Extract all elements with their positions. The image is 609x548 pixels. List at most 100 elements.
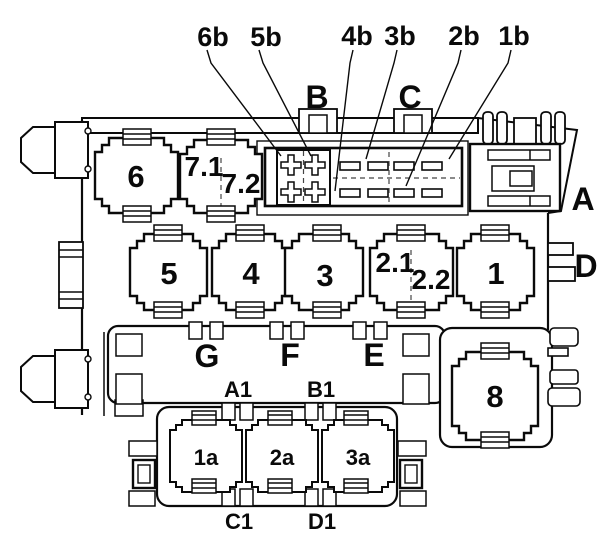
connector-a1-label: A1: [224, 377, 252, 402]
callout-1b: 1b: [498, 21, 530, 51]
leader-4b: [334, 49, 354, 192]
callout-3b: 3b: [384, 21, 416, 51]
notch: [84, 393, 92, 401]
relay-3: [283, 232, 365, 312]
micro-relay-3a-label: 3a: [346, 445, 371, 470]
micro-relay-1a: [169, 419, 243, 493]
micro-relay-1a-label: 1a: [194, 445, 219, 470]
relay-5-label: 5: [160, 256, 177, 291]
relay-8: [450, 350, 540, 442]
leader-1b: [448, 49, 512, 160]
leader-6b: [206, 49, 282, 157]
rib-lines: [59, 249, 83, 300]
tab: [153, 224, 183, 242]
callout-6b: 6b: [197, 22, 229, 52]
connector-a-block: [468, 111, 566, 213]
tab: [235, 301, 265, 319]
relay-2-1-label: 2.1: [376, 247, 415, 278]
corner-bracket: [115, 333, 143, 357]
relay-6-label: 6: [127, 159, 144, 194]
tab: [480, 224, 510, 242]
tab: [235, 224, 265, 242]
micro-relays: [169, 419, 395, 493]
tab: [267, 478, 293, 494]
plus-fuses: [280, 154, 326, 203]
connector-f-label: F: [280, 337, 300, 373]
tab-b-inner: [308, 114, 328, 134]
connector-d-bracket: [547, 242, 576, 282]
tab: [191, 478, 217, 494]
leader-2b: [405, 49, 462, 187]
fuse-strip: [256, 140, 469, 216]
tab: [153, 301, 183, 319]
left-rib-connector: [58, 241, 84, 309]
connector-d1-label: D1: [308, 509, 336, 534]
relay-7-1-label: 7.1: [185, 151, 224, 182]
corner-bracket: [115, 373, 143, 405]
mount-tab-bottom-left: [20, 355, 56, 403]
connector-c-label: C: [398, 79, 421, 115]
leader-3b: [365, 49, 398, 160]
relay-8-label: 8: [486, 379, 503, 414]
tab: [480, 301, 510, 319]
relay-4-label: 4: [242, 256, 260, 291]
relay-3-label: 3: [316, 258, 333, 293]
slot-teeth-a1b1: [221, 402, 337, 507]
tab: [206, 205, 236, 223]
callout-5b: 5b: [250, 22, 282, 52]
tab: [396, 224, 426, 242]
tab-c-inner: [403, 114, 423, 134]
plus-fuse-box: [276, 149, 331, 206]
relay-1-label: 1: [487, 256, 504, 291]
relay-tabs: [122, 128, 510, 494]
connector-b-label: B: [305, 79, 328, 115]
corner-bracket: [402, 333, 430, 357]
connector-b1-label: B1: [307, 377, 335, 402]
mount-tab-top-left: [20, 126, 56, 174]
corner-bracket: [402, 373, 430, 405]
micro-relay-2a: [245, 419, 319, 493]
relay-2-2-label: 2.2: [412, 264, 451, 295]
tab: [343, 410, 369, 426]
notch: [84, 165, 92, 173]
tab: [312, 224, 342, 242]
micro-relay-2a-label: 2a: [270, 445, 295, 470]
tab: [122, 205, 152, 223]
relay-5: [128, 232, 209, 312]
tab: [480, 431, 510, 449]
connector-a-inner: [487, 149, 551, 207]
relay-6: [93, 136, 180, 215]
tab: [396, 301, 426, 319]
notch: [84, 127, 92, 135]
tab: [206, 128, 236, 146]
micro-relay-3a: [321, 419, 395, 493]
mount-bracket-top-left: [54, 121, 89, 179]
tab: [267, 410, 293, 426]
relay-4: [210, 232, 291, 312]
relay-dividers: [220, 158, 412, 303]
connector-a-label: A: [571, 181, 594, 217]
connector-e-label: E: [363, 337, 384, 373]
tab: [480, 342, 510, 360]
blade-fuse-slots: [339, 161, 443, 198]
tab: [343, 478, 369, 494]
connector-d-label: D: [574, 248, 597, 284]
top-edge-tabs: [298, 108, 433, 134]
callout-leader-lines: [206, 49, 512, 192]
slot-teeth-gfe: [188, 321, 388, 340]
tab: [191, 410, 217, 426]
right-hooks: [547, 327, 581, 407]
mount-bracket-bottom-left: [54, 349, 89, 409]
fuse-strip-dividers: [302, 151, 460, 204]
connector-g-label: G: [195, 338, 220, 374]
callout-4b: 4b: [341, 21, 373, 51]
tab: [312, 301, 342, 319]
callout-2b: 2b: [448, 21, 480, 51]
relay-1: [455, 232, 536, 312]
tab: [122, 128, 152, 146]
labels: 6b 5b 4b 3b 2b 1b B C A D G F E A1 B1 C1…: [127, 21, 597, 534]
leader-5b: [258, 49, 312, 157]
connector-c1-label: C1: [225, 509, 253, 534]
notch: [84, 355, 92, 363]
